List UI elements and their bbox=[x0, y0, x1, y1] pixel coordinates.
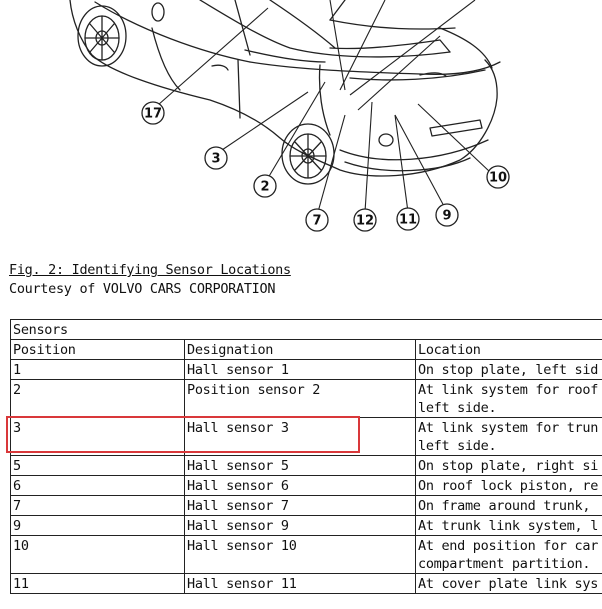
cell-position: 10 bbox=[11, 536, 185, 574]
svg-text:3: 3 bbox=[211, 152, 220, 167]
cell-location: On roof lock piston, re bbox=[416, 476, 602, 496]
callout-10: 10 bbox=[487, 166, 509, 188]
callout-2: 2 bbox=[254, 175, 276, 197]
location-line: At end position for car bbox=[418, 537, 602, 555]
location-line: On roof lock piston, re bbox=[418, 477, 602, 495]
callout-12: 12 bbox=[354, 209, 376, 231]
car-sensor-diagram: 17 3 2 7 12 11 9 10 bbox=[0, 0, 602, 240]
location-line: On stop plate, left sid bbox=[418, 361, 602, 379]
column-header-designation: Designation bbox=[185, 340, 416, 360]
figure-credit: Courtesy of VOLVO CARS CORPORATION bbox=[9, 281, 275, 297]
callout-7: 7 bbox=[306, 209, 328, 231]
svg-text:9: 9 bbox=[442, 209, 451, 224]
cell-designation: Hall sensor 10 bbox=[185, 536, 416, 574]
cell-position: 5 bbox=[11, 456, 185, 476]
location-line: At link system for trun bbox=[418, 419, 602, 437]
table-row: 7 Hall sensor 7 On frame around trunk, bbox=[11, 496, 602, 516]
cell-position: 6 bbox=[11, 476, 185, 496]
location-line: compartment partition. bbox=[418, 555, 602, 573]
cell-location: On stop plate, left sid bbox=[416, 360, 602, 380]
location-line: At trunk link system, l bbox=[418, 517, 602, 535]
cell-designation: Hall sensor 7 bbox=[185, 496, 416, 516]
cell-position: 3 bbox=[11, 418, 185, 456]
table-column-header-row: Position Designation Location bbox=[11, 340, 602, 360]
cell-position: 9 bbox=[11, 516, 185, 536]
table-row: 1 Hall sensor 1 On stop plate, left sid bbox=[11, 360, 602, 380]
column-header-position: Position bbox=[11, 340, 185, 360]
cell-position: 2 bbox=[11, 380, 185, 418]
location-line: At link system for roof bbox=[418, 381, 602, 399]
location-line: left side. bbox=[418, 399, 602, 417]
cell-designation: Position sensor 2 bbox=[185, 380, 416, 418]
cell-designation: Hall sensor 6 bbox=[185, 476, 416, 496]
sensor-table: Sensors Position Designation Location 1 … bbox=[10, 319, 602, 609]
cell-location: On stop plate, right si bbox=[416, 456, 602, 476]
location-line: On stop plate, right si bbox=[418, 457, 602, 475]
table-row: 11 Hall sensor 11 At cover plate link sy… bbox=[11, 574, 602, 594]
location-line: At cover plate link sys bbox=[418, 575, 602, 593]
cell-designation: Hall sensor 1 bbox=[185, 360, 416, 380]
car-line-drawing: 17 3 2 7 12 11 9 10 bbox=[0, 0, 602, 240]
svg-text:17: 17 bbox=[144, 107, 162, 122]
svg-text:7: 7 bbox=[312, 214, 321, 229]
table-group-header-row: Sensors bbox=[11, 320, 602, 340]
cell-location: On frame around trunk, bbox=[416, 496, 602, 516]
table-row: 2 Position sensor 2 At link system for r… bbox=[11, 380, 602, 418]
table-row: 9 Hall sensor 9 At trunk link system, l bbox=[11, 516, 602, 536]
cell-designation: Hall sensor 11 bbox=[185, 574, 416, 594]
cell-position: 1 bbox=[11, 360, 185, 380]
table-row: 6 Hall sensor 6 On roof lock piston, re bbox=[11, 476, 602, 496]
cell-position: 11 bbox=[11, 574, 185, 594]
callout-9: 9 bbox=[436, 204, 458, 226]
svg-text:12: 12 bbox=[356, 214, 374, 229]
cell-location: At cover plate link sys bbox=[416, 574, 602, 594]
column-header-location: Location bbox=[416, 340, 602, 360]
location-line: On frame around trunk, bbox=[418, 497, 602, 515]
table-group-header: Sensors bbox=[11, 320, 602, 340]
cell-location: At trunk link system, l bbox=[416, 516, 602, 536]
cell-designation: Hall sensor 5 bbox=[185, 456, 416, 476]
svg-text:10: 10 bbox=[489, 171, 507, 186]
svg-text:11: 11 bbox=[399, 213, 417, 228]
cell-designation: Hall sensor 9 bbox=[185, 516, 416, 536]
table-row: 10 Hall sensor 10 At end position for ca… bbox=[11, 536, 602, 574]
callout-17: 17 bbox=[142, 102, 164, 124]
location-line: left side. bbox=[418, 437, 602, 455]
table-row: 5 Hall sensor 5 On stop plate, right si bbox=[11, 456, 602, 476]
svg-text:2: 2 bbox=[260, 180, 269, 195]
cell-designation: Hall sensor 3 bbox=[185, 418, 416, 456]
figure-title: Fig. 2: Identifying Sensor Locations bbox=[9, 262, 291, 278]
callout-11: 11 bbox=[397, 208, 419, 230]
callout-3: 3 bbox=[205, 147, 227, 169]
cell-position: 7 bbox=[11, 496, 185, 516]
